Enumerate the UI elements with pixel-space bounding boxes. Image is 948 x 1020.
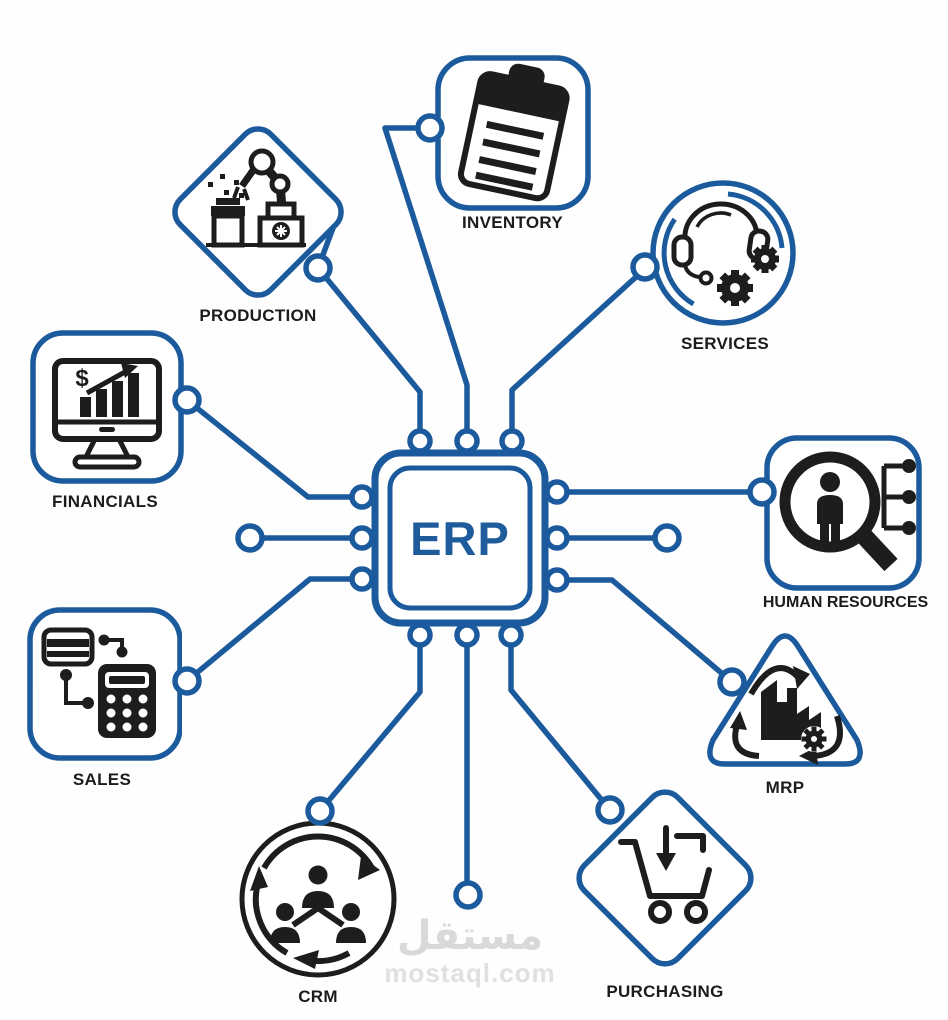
clipboard-icon: [457, 63, 570, 202]
gear-icon: [801, 726, 827, 752]
module-services: SERVICES: [645, 175, 805, 365]
module-label: CRM: [298, 987, 338, 1006]
wire-sales: [185, 576, 372, 684]
module-label: INVENTORY: [462, 213, 563, 232]
people-cycle-icon: [250, 833, 380, 969]
module-sales: SALES: [22, 602, 182, 792]
diamond-frame: [172, 126, 344, 298]
module-human-resources: HUMAN RESOURCES: [758, 430, 933, 620]
module-label: PURCHASING: [606, 982, 724, 1001]
wire-financials: [185, 397, 372, 500]
dollar-symbol: $: [75, 365, 89, 392]
gear-icon: [717, 270, 753, 306]
module-production: PRODUCTION: [158, 108, 358, 338]
chip-icon: [371, 449, 549, 627]
cart-icon: [618, 825, 712, 924]
module-inventory: INVENTORY: [430, 50, 595, 240]
wire-services: [509, 263, 650, 444]
module-financials: $ FINANCIALS: [25, 325, 185, 517]
wire-crm: [317, 630, 423, 813]
module-crm: CRM: [233, 815, 403, 1015]
module-label: HUMAN RESOURCES: [762, 594, 929, 611]
erp-chip-label: ERP: [410, 512, 510, 565]
module-mrp: MRP: [695, 618, 875, 803]
monitor-chart-icon: $: [52, 358, 162, 470]
module-label: FINANCIALS: [52, 492, 158, 511]
diamond-frame: [576, 789, 754, 967]
magnifier-person-icon: [779, 451, 916, 572]
module-label: SALES: [72, 770, 132, 789]
robot-arm-icon: [206, 148, 306, 248]
wire-production: [315, 227, 423, 444]
factory-recycle-icon: [730, 665, 843, 765]
card-calculator-icon: [41, 627, 156, 738]
module-label: PRODUCTION: [199, 306, 317, 325]
wire-purchasing: [508, 630, 613, 812]
module-label: MRP: [765, 778, 805, 797]
wire-inventory: [382, 125, 470, 444]
gear-icon: [751, 245, 779, 273]
headset-gears-icon: [671, 201, 779, 306]
module-label: SERVICES: [680, 334, 770, 353]
module-purchasing: PURCHASING: [565, 776, 765, 1011]
chip-pins: [349, 428, 570, 648]
